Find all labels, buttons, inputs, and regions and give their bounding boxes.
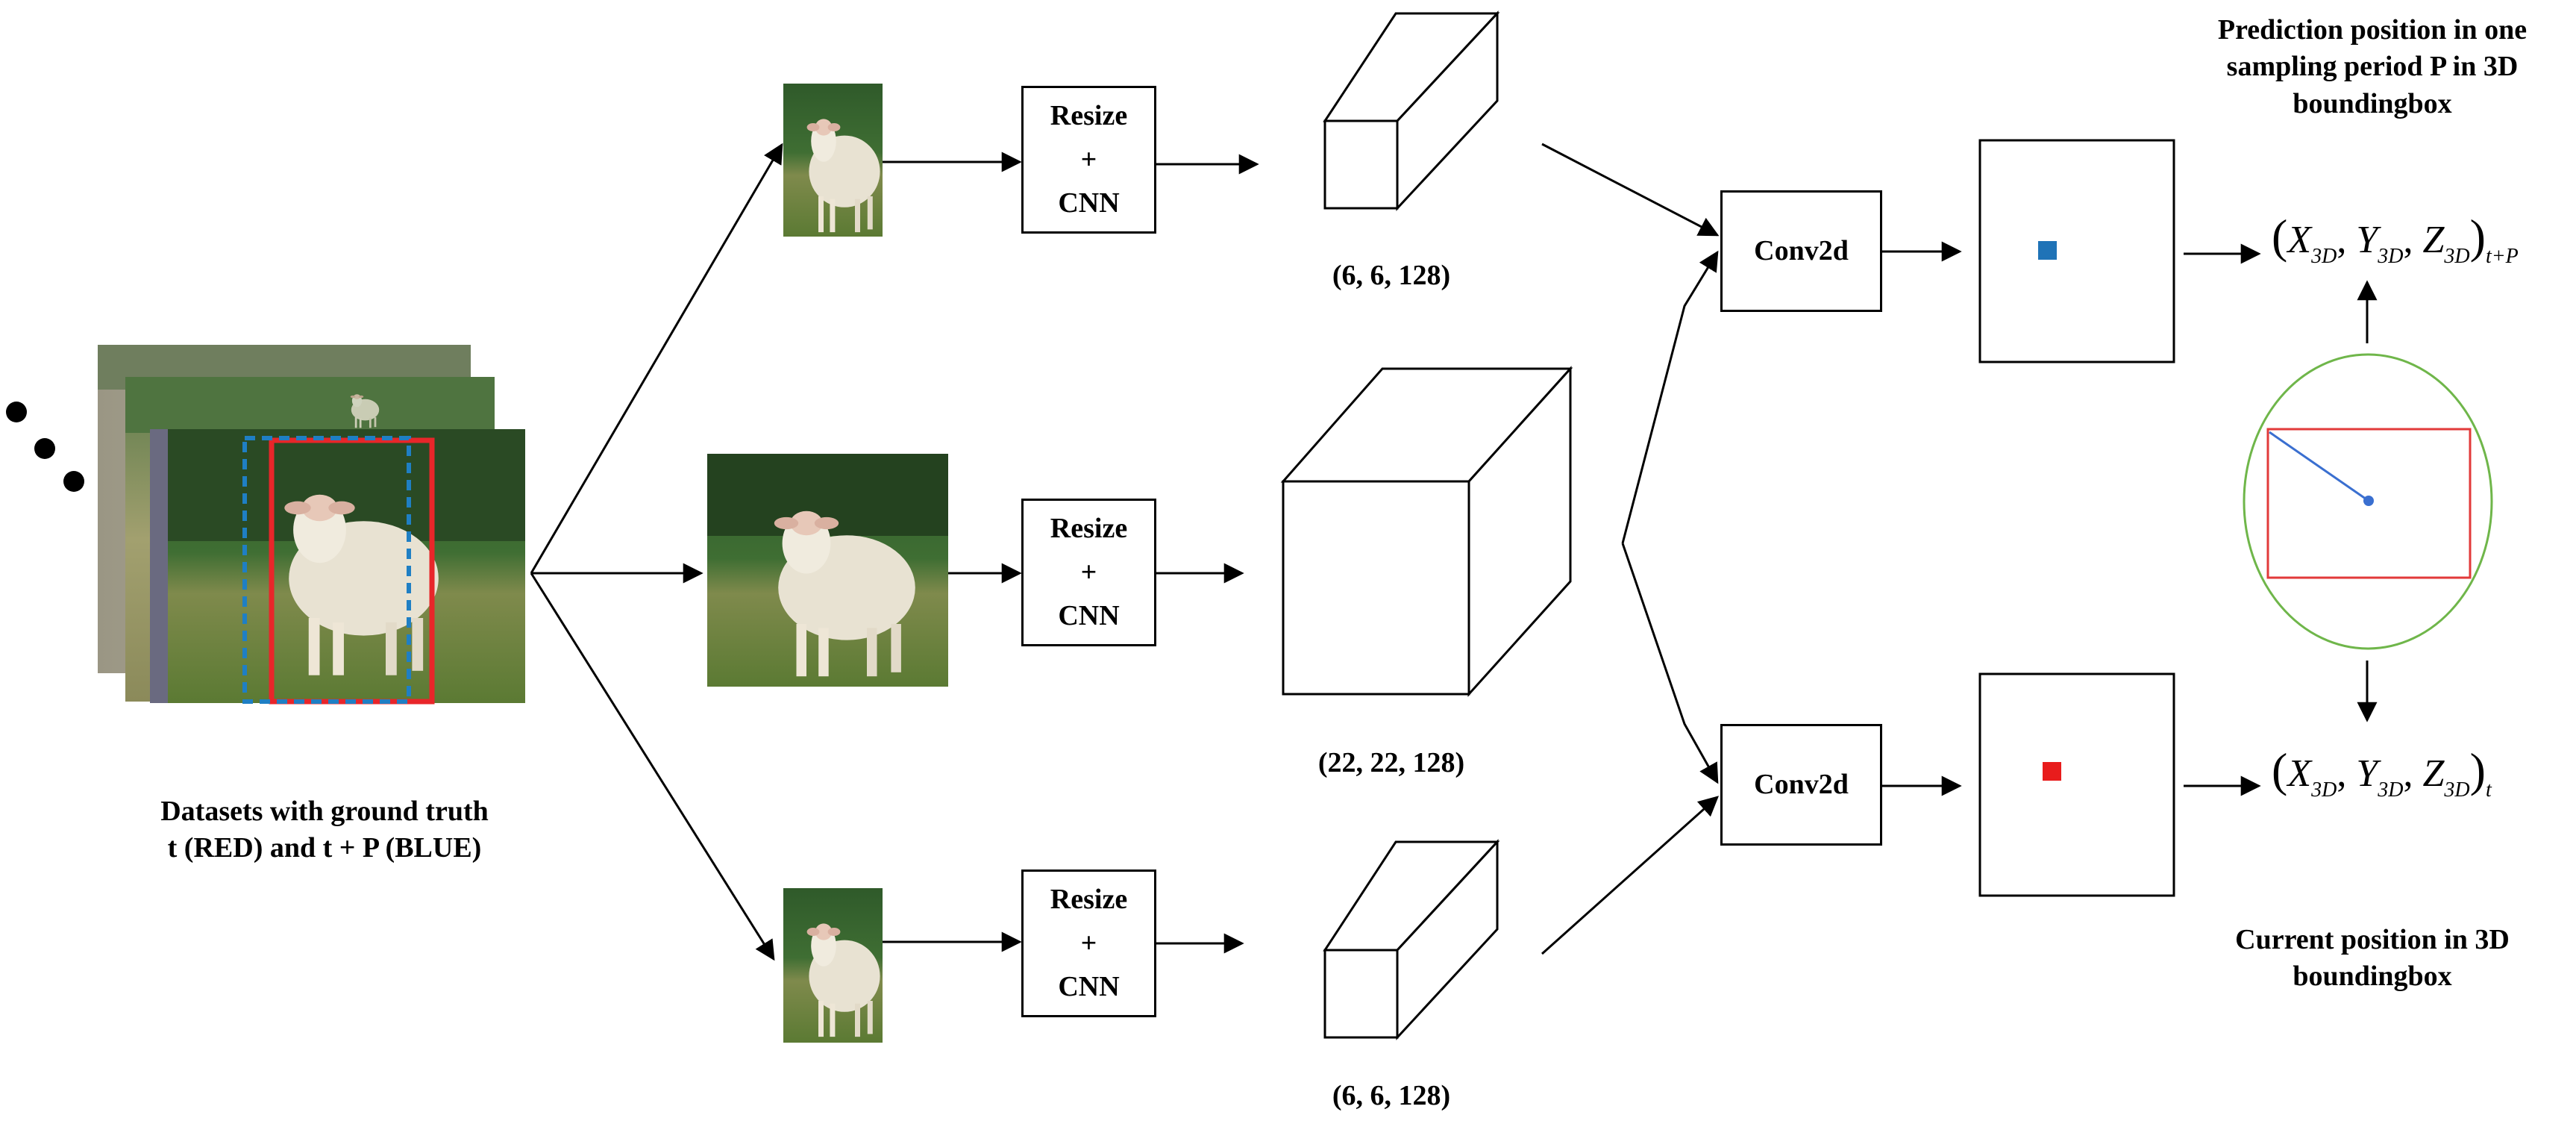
prediction-caption-line2: sampling period P in 3D [2226,51,2519,83]
resize-cnn-label-bottom: Resize + CNN [1021,869,1156,1017]
more-frames-dots [6,402,84,492]
resize-cnn-label-middle: Resize + CNN [1021,499,1156,646]
dims-label-middle: (22, 22, 128) [1317,747,1465,778]
resize-label: Resize [1050,99,1128,131]
ground-truth-box-t-plus-p [242,436,411,704]
resize-label: Resize [1050,512,1128,544]
cnn-to-feature-arrows [1156,154,1259,954]
conv-to-map-arrows [1882,241,1962,796]
prediction-marker [2038,241,2057,260]
bounding-box-ellipse [2243,353,2493,650]
resize-cnn-box-bottom [1021,869,1156,1017]
current-marker [2043,762,2061,781]
prediction-caption-line3: boundingbox [2293,87,2452,119]
displacement-vector [2269,431,2369,502]
fan-out-arrows [530,143,783,961]
crop-image-middle [707,454,948,687]
crop-image-top [783,84,883,237]
dataset-caption: Datasets with ground truth t (RED) and t… [112,793,537,867]
prediction-map [1978,139,2175,363]
feature-cube-top [1323,10,1500,211]
prediction-caption: Prediction position in one sampling peri… [2178,12,2566,122]
dataset-caption-line1: Datasets with ground truth [160,796,489,827]
bbox-rectangle [2266,428,2472,579]
resize-cnn-box-middle [1021,499,1156,646]
dataset-image-stack [98,345,525,705]
feature-cube-bottom [1323,839,1500,1040]
prediction-caption-line1: Prediction position in one [2217,14,2528,46]
conv2d-box-top [1720,190,1882,312]
dataset-caption-line2: t (RED) and t + P (BLUE) [167,832,482,864]
map-to-coord-arrows [2184,243,2378,796]
plus-label: + [1080,556,1097,588]
cnn-label: CNN [1058,971,1120,1003]
dims-label-top: (6, 6, 128) [1332,260,1451,291]
conv2d-label-bottom: Conv2d [1754,769,1849,801]
current-caption: Current position in 3D boundingbox [2178,922,2566,996]
plus-label: + [1080,927,1097,959]
resize-label: Resize [1050,883,1128,915]
crop-to-cnn-arrows [883,152,1022,952]
resize-cnn-box-top [1021,86,1156,234]
coord-formula-current: (X3D, Y3D, Z3D)t [2272,743,2492,802]
coord-formula-predicted: (X3D, Y3D, Z3D)t+P [2272,210,2519,268]
bbox-center-point [2363,496,2374,506]
feature-cube-middle [1280,366,1573,697]
cnn-label: CNN [1058,187,1120,219]
current-caption-line2: boundingbox [2293,961,2452,993]
plus-label: + [1080,143,1097,175]
crop-image-bottom [783,888,883,1043]
dims-label-bottom: (6, 6, 128) [1332,1080,1451,1111]
resize-cnn-label-top: Resize + CNN [1021,86,1156,234]
conv2d-box-bottom [1720,724,1882,846]
feature-to-conv-arrows [1541,143,1720,955]
current-map [1978,672,2175,897]
conv2d-label-top: Conv2d [1754,235,1849,267]
current-caption-line1: Current position in 3D [2235,924,2510,955]
cnn-label: CNN [1058,600,1120,632]
